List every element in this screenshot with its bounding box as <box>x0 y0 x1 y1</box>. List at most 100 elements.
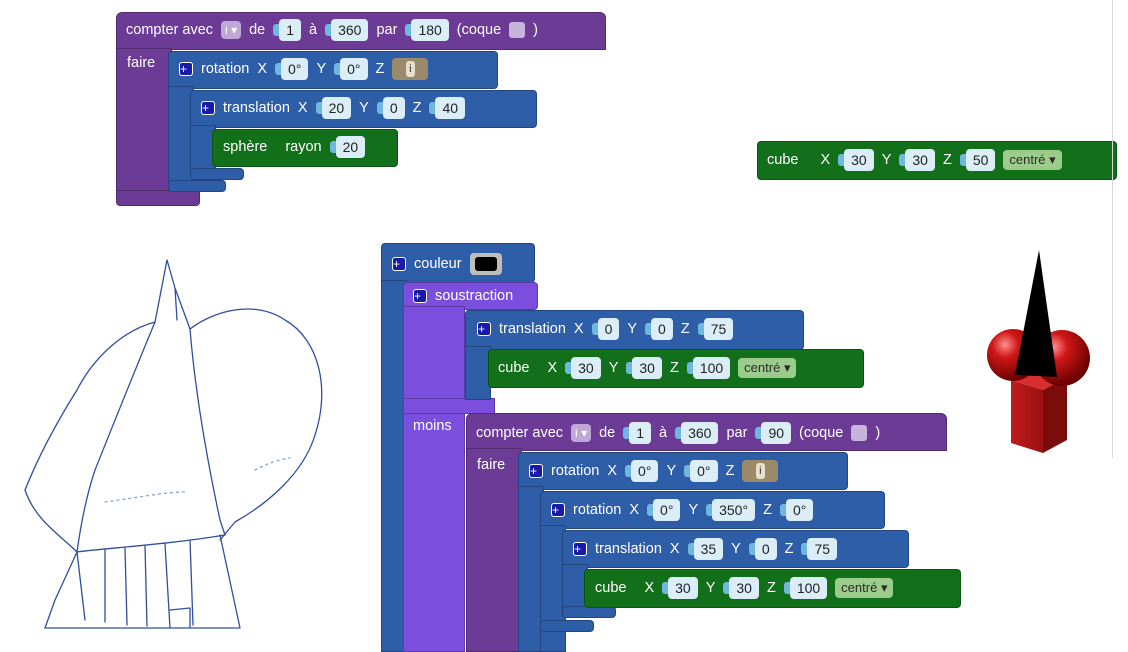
cube-label: cube <box>767 152 799 168</box>
x-label: X <box>644 580 655 596</box>
translation-block-2[interactable] <box>465 310 804 350</box>
a-label: à <box>659 425 668 441</box>
soustraction-mid-bar[interactable] <box>403 398 495 414</box>
expand-plus-icon[interactable]: + <box>551 503 565 517</box>
translation-block-1-foot[interactable] <box>190 168 244 180</box>
coque-label: (coque <box>799 425 844 441</box>
rotation-z-var-block[interactable]: i <box>392 58 429 80</box>
expand-plus-icon[interactable]: + <box>392 257 406 271</box>
translation-x-field[interactable]: 0 <box>591 318 620 340</box>
cube-2-row: cube X 30 Y 30 Z 100 centré ▾ <box>498 354 804 382</box>
cube-x-field[interactable]: 30 <box>565 357 601 379</box>
loop-var-dropdown[interactable]: i ▾ <box>221 21 242 39</box>
couleur-label: couleur <box>414 256 462 272</box>
rotation-block-3-foot[interactable] <box>540 620 594 632</box>
rotation-block-2-body[interactable] <box>518 486 544 652</box>
coque-checkbox[interactable] <box>851 425 868 441</box>
rotation-z-field[interactable]: 0° <box>779 499 814 521</box>
expand-plus-icon[interactable]: + <box>529 464 543 478</box>
cube-block-3[interactable] <box>584 569 961 608</box>
x-label: X <box>629 502 640 518</box>
expand-plus-icon[interactable]: + <box>201 101 215 115</box>
translation-block-3[interactable] <box>562 530 909 568</box>
y-label: Y <box>627 321 638 337</box>
loop-block-2-body[interactable] <box>466 448 522 652</box>
loop-to-field[interactable]: 360 <box>675 422 719 444</box>
loop-var-dropdown[interactable]: i ▾ <box>571 424 592 442</box>
translation-block-1[interactable] <box>190 90 537 128</box>
sphere-block[interactable] <box>212 129 398 167</box>
rotation-x-field[interactable]: 0° <box>274 58 309 80</box>
cube-mode-dropdown[interactable]: centré ▾ <box>1003 150 1062 170</box>
cube-z-field[interactable]: 100 <box>783 577 828 599</box>
x-label: X <box>573 321 584 337</box>
expand-plus-icon[interactable]: + <box>179 62 193 76</box>
y-label: Y <box>359 100 369 116</box>
expand-plus-icon[interactable]: + <box>573 542 587 556</box>
loop-step-field[interactable]: 180 <box>405 19 449 41</box>
translation-z-field[interactable]: 75 <box>697 318 734 340</box>
3d-render-preview <box>987 250 1090 453</box>
rotation-y-field[interactable]: 0° <box>334 58 368 80</box>
translation-y-field[interactable]: 0 <box>376 97 405 119</box>
loop-from-field[interactable]: 1 <box>273 19 302 41</box>
expand-plus-icon[interactable]: + <box>477 322 491 336</box>
loop-to-field[interactable]: 360 <box>325 19 369 41</box>
rotation-3-row: + rotation X 0° Y 350° Z 0° <box>551 496 821 524</box>
cube-z-field[interactable]: 50 <box>959 149 996 171</box>
rotation-x-field[interactable]: 0° <box>646 499 681 521</box>
rotation-block-1-foot[interactable] <box>168 180 226 192</box>
rotation-label: rotation <box>201 61 250 77</box>
cube-block-2[interactable] <box>488 349 864 388</box>
rotation-y-field[interactable]: 0° <box>684 460 718 482</box>
var-i-dropdown[interactable]: i <box>406 61 415 77</box>
cube-y-field[interactable]: 30 <box>626 357 662 379</box>
cube-y-field[interactable]: 30 <box>899 149 935 171</box>
rotation-y-field[interactable]: 350° <box>706 499 756 521</box>
rotation-1-row: + rotation X 0° Y 0° Z i <box>179 55 436 83</box>
translation-2-row: + translation X 0 Y 0 Z 75 <box>477 315 741 343</box>
cube-mode-dropdown[interactable]: centré ▾ <box>835 578 894 598</box>
loop-block-1-body[interactable] <box>116 48 172 198</box>
rotation-block-1[interactable] <box>168 51 498 89</box>
translation-x-field[interactable]: 20 <box>315 97 352 119</box>
translation-z-field[interactable]: 40 <box>429 97 466 119</box>
sphere-row: sphère rayon 20 <box>223 133 373 161</box>
translation-3-row: + translation X 35 Y 0 Z 75 <box>573 535 845 563</box>
couleur-block[interactable] <box>381 243 535 283</box>
soustraction-block-body[interactable] <box>403 306 465 652</box>
chevron-down-icon: ▾ <box>880 580 888 595</box>
translation-x-field[interactable]: 35 <box>687 538 724 560</box>
sphere-radius-field[interactable]: 20 <box>329 136 366 158</box>
x-label: X <box>297 100 308 116</box>
cube-x-field[interactable]: 30 <box>838 149 874 171</box>
rotation-z-var-block[interactable]: i <box>742 460 779 482</box>
rotation-block-2[interactable] <box>518 452 848 490</box>
cube-front-face <box>1011 380 1043 453</box>
loop-from-field[interactable]: 1 <box>623 422 652 444</box>
translation-block-2-body[interactable] <box>465 346 491 400</box>
var-i-dropdown[interactable]: i <box>756 463 765 479</box>
rotation-x-field[interactable]: 0° <box>624 460 659 482</box>
z-label: Z <box>763 502 772 518</box>
a-label: à <box>309 22 318 38</box>
soustraction-label: soustraction <box>435 288 514 304</box>
cube-z-field[interactable]: 100 <box>686 357 731 379</box>
y-label: Y <box>666 463 677 479</box>
expand-plus-icon[interactable]: + <box>413 289 427 303</box>
cube-x-field[interactable]: 30 <box>662 577 698 599</box>
y-label: Y <box>731 541 741 557</box>
rayon-label: rayon <box>285 139 322 155</box>
color-swatch-black <box>474 257 497 271</box>
color-picker[interactable] <box>469 253 502 275</box>
chevron-down-icon: ▾ <box>581 426 588 440</box>
x-label: X <box>257 61 268 77</box>
translation-y-field[interactable]: 0 <box>748 538 777 560</box>
translation-y-field[interactable]: 0 <box>645 318 673 340</box>
translation-z-field[interactable]: 75 <box>801 538 838 560</box>
loop-step-field[interactable]: 90 <box>755 422 792 444</box>
cube-y-field[interactable]: 30 <box>723 577 759 599</box>
loop-block-1-foot[interactable] <box>116 190 200 206</box>
coque-checkbox[interactable] <box>509 22 526 38</box>
cube-mode-dropdown[interactable]: centré ▾ <box>738 358 797 378</box>
